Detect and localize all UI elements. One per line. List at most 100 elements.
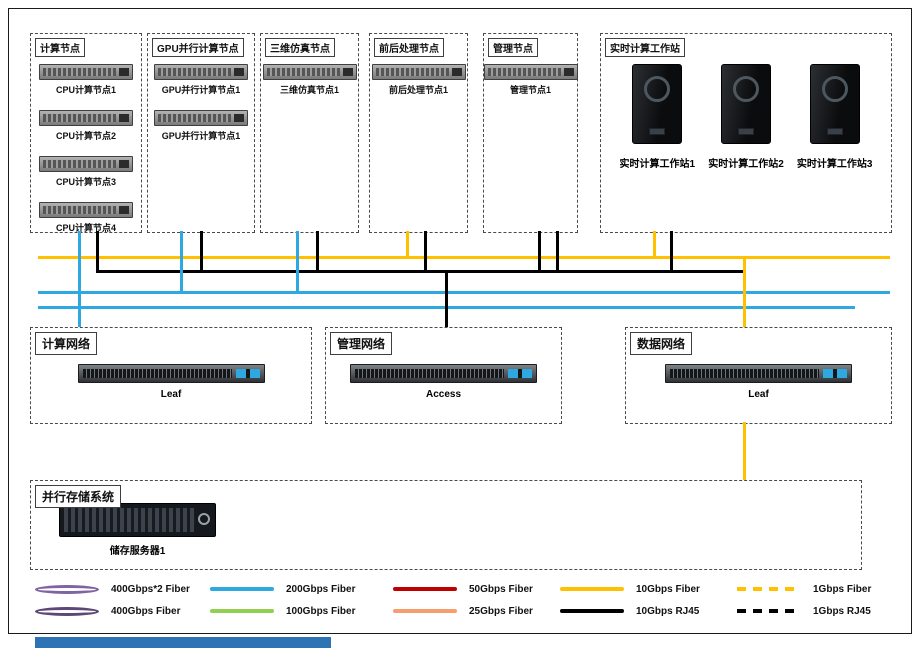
node-list: 前后处理节点1 [370,64,467,96]
legend-swatch-400gbps2-fiber [35,584,99,594]
node-label: CPU计算节点2 [55,131,116,141]
bus-200gbps-fiber-1 [38,291,890,294]
group-title: GPU并行计算节点 [152,38,244,57]
network-title: 数据网络 [630,332,693,355]
link-prepost-10g-fiber [406,231,409,259]
workstation-list: 实时计算工作站1 实时计算工作站2 实时计算工作站3 [613,64,879,170]
link-mgmt-rj45-2 [556,231,559,273]
rack-server-icon [154,64,248,80]
legend-item: 200Gbps Fiber [210,584,393,595]
network-compute: 计算网络 Leaf [30,327,312,424]
node-label: 前后处理节点1 [388,85,448,95]
legend-item: 1Gbps Fiber [737,584,887,595]
group-title: 计算节点 [35,38,85,57]
legend-label: 25Gbps Fiber [469,605,533,617]
link-gpu-200g-fiber [180,231,183,294]
switch-label: Leaf [748,389,769,400]
group-gpu-nodes: GPU并行计算节点 GPU并行计算节点1 GPU并行计算节点1 [147,33,255,233]
network-device: Leaf [626,364,891,400]
legend-item: 100Gbps Fiber [210,606,393,617]
switch-icon [77,364,265,383]
workstation-item: 实时计算工作站2 [702,64,791,170]
legend-item: 10Gbps Fiber [560,584,737,595]
group-title: 管理节点 [488,38,538,57]
legend-item: 10Gbps RJ45 [560,606,737,617]
bus-10gbps-rj45 [97,270,745,273]
tower-workstation-icon [632,64,683,144]
node-list: CPU计算节点1 CPU计算节点2 CPU计算节点3 CPU计算节点4 [31,64,141,234]
legend-label: 200Gbps Fiber [286,583,356,595]
node-label: CPU计算节点4 [55,223,116,233]
storage-server-label: 储存服务器1 [109,546,166,557]
legend-swatch-25gbps-fiber [393,609,457,613]
group-title: 前后处理节点 [374,38,444,57]
legend-swatch-200gbps-fiber [210,587,274,591]
legend-label: 10Gbps RJ45 [636,605,700,617]
node-item: GPU并行计算节点1 [154,110,248,142]
legend-swatch-400gbps-fiber [35,606,99,616]
legend-swatch-10gbps-fiber [560,587,624,591]
legend-swatch-1gbps-rj45 [737,609,801,613]
legend-label: 400Gbps*2 Fiber [111,583,190,595]
storage-server-icon [59,503,216,537]
legend-item: 400Gbps Fiber [35,606,210,617]
rack-server-icon [371,64,466,80]
link-prepost-rj45 [424,231,427,273]
link-compute-200g-fiber [78,231,81,327]
node-item: 前后处理节点1 [371,64,466,96]
group-sim-nodes: 三维仿真节点 三维仿真节点1 [260,33,359,233]
workstation-label: 实时计算工作站2 [708,159,784,170]
node-list: GPU并行计算节点1 GPU并行计算节点1 [148,64,254,142]
legend-label: 1Gbps Fiber [813,583,872,595]
link-storage-10g-fiber [743,422,746,480]
node-list: 管理节点1 [483,64,578,96]
group-workstations: 实时计算工作站 实时计算工作站1 实时计算工作站2 实时计算工作站3 [600,33,892,233]
link-data-network-10g-fiber [743,258,746,327]
bottom-accent-bar [35,637,331,648]
link-mgmt-rj45-1 [538,231,541,273]
rack-server-icon [154,110,248,126]
legend-label: 100Gbps Fiber [286,605,356,617]
storage-server: 储存服务器1 [59,503,216,557]
workstation-label: 实时计算工作站1 [619,159,696,170]
legend-item: 25Gbps Fiber [393,606,560,617]
network-title: 管理网络 [330,332,393,355]
node-label: GPU并行计算节点1 [161,85,241,95]
node-label: 三维仿真节点1 [279,85,339,95]
group-compute-nodes: 计算节点 CPU计算节点1 CPU计算节点2 CPU计算节点3 CPU计算节点4 [30,33,142,233]
legend: 400Gbps*2 Fiber 200Gbps Fiber 50Gbps Fib… [35,578,887,622]
group-prepost-nodes: 前后处理节点 前后处理节点1 [369,33,468,233]
rack-server-icon [39,64,133,80]
legend-label: 50Gbps Fiber [469,583,533,595]
node-list: 三维仿真节点1 [261,64,358,96]
group-title: 实时计算工作站 [605,38,685,57]
group-mgmt-nodes: 管理节点 管理节点1 [483,33,578,233]
link-mgmt-network-rj45 [445,270,448,327]
node-item: 三维仿真节点1 [262,64,357,96]
bus-10gbps-fiber [38,256,890,259]
node-label: 管理节点1 [509,85,551,95]
workstation-item: 实时计算工作站1 [613,64,702,170]
network-data: 数据网络 Leaf [625,327,892,424]
switch-icon [350,364,537,383]
legend-label: 400Gbps Fiber [111,605,181,617]
network-device: Access [326,364,561,400]
tower-workstation-icon [809,64,860,144]
legend-swatch-100gbps-fiber [210,609,274,613]
link-workstation-10g-fiber [653,231,656,259]
legend-swatch-1gbps-fiber [737,587,801,591]
group-title: 三维仿真节点 [265,38,335,57]
legend-label: 10Gbps Fiber [636,583,700,595]
rack-server-icon [483,64,578,80]
legend-swatch-10gbps-rj45 [560,609,624,613]
rack-server-icon [39,110,133,126]
switch-label: Access [425,389,462,400]
node-item: CPU计算节点4 [39,202,133,234]
legend-label: 1Gbps RJ45 [813,605,871,617]
network-management: 管理网络 Access [325,327,562,424]
switch-icon [665,364,852,383]
legend-swatch-50gbps-fiber [393,587,457,591]
node-item: CPU计算节点1 [39,64,133,96]
network-title: 计算网络 [35,332,98,355]
